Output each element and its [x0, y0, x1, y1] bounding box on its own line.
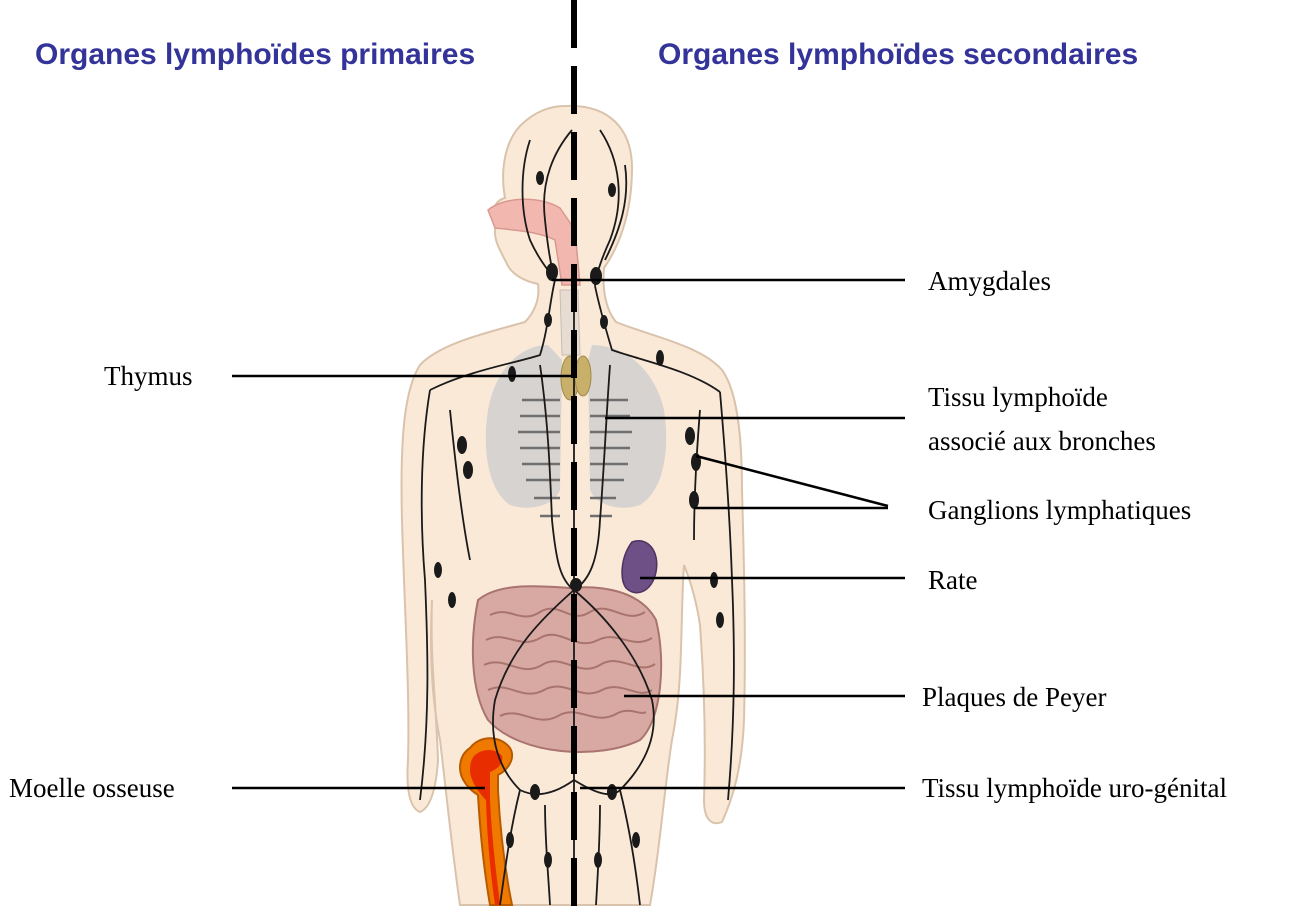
heading-secondary-organs: Organes lymphoïdes secondaires	[658, 38, 1138, 72]
label-tonsils: Amygdales	[928, 264, 1051, 298]
label-thymus: Thymus	[104, 359, 193, 393]
label-bone-marrow: Moelle osseuse	[9, 771, 175, 805]
label-bronchial-tissue-line1: Tissu lymphoïde	[928, 380, 1108, 414]
heading-primary-organs: Organes lymphoïdes primaires	[35, 38, 475, 72]
label-lymph-nodes: Ganglions lymphatiques	[928, 493, 1191, 527]
intestines	[473, 586, 661, 752]
label-spleen: Rate	[928, 563, 977, 597]
label-peyer-patches: Plaques de Peyer	[922, 680, 1106, 714]
spleen-organ	[622, 541, 657, 593]
label-urogenital-tissue: Tissu lymphoïde uro-génital	[922, 771, 1227, 805]
label-bronchial-tissue-line2: associé aux bronches	[928, 424, 1156, 458]
